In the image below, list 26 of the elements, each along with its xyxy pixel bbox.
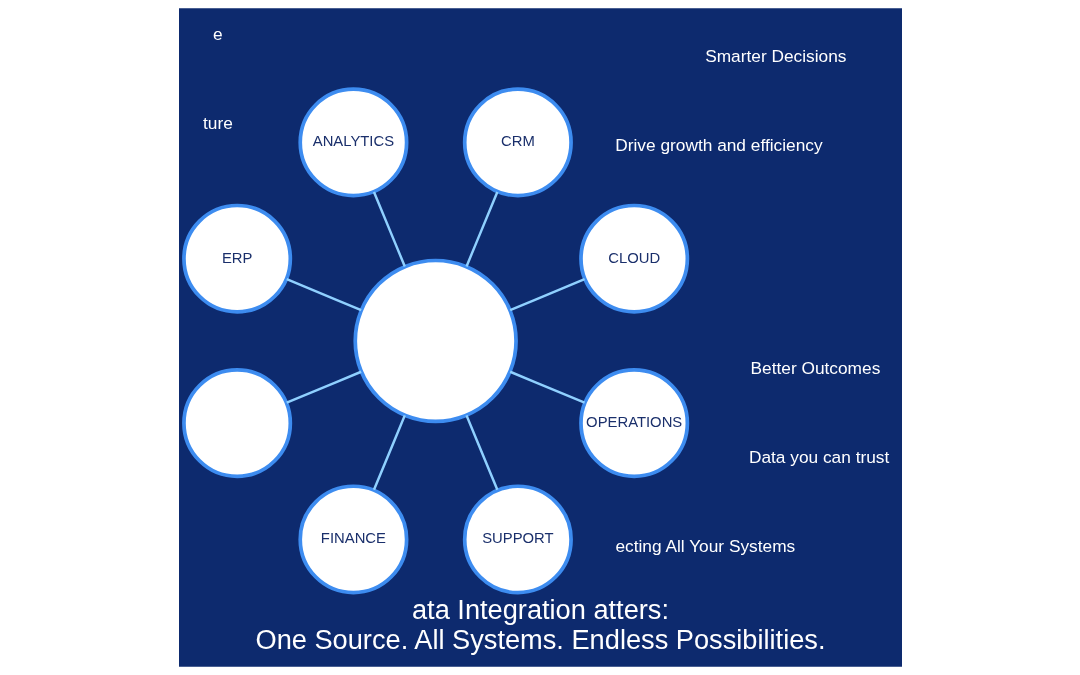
node-circle: ERP xyxy=(181,203,292,314)
diagram-title: ata Integration atters: xyxy=(411,594,669,626)
connector xyxy=(464,414,498,491)
node-circle: FINANCE xyxy=(297,484,408,595)
label: ecting All Your Systems xyxy=(614,536,795,557)
node-circle: CLOUD xyxy=(578,203,689,314)
connector xyxy=(372,191,406,267)
node-circle xyxy=(181,368,292,479)
label: ture xyxy=(202,113,233,134)
label: Smarter Decisions xyxy=(704,46,846,67)
label: e xyxy=(212,23,223,44)
node-circle: OPERATIONS xyxy=(578,368,689,479)
connector xyxy=(285,370,362,404)
connector xyxy=(464,191,498,267)
node-circle xyxy=(352,258,518,424)
connector xyxy=(285,278,362,312)
node-circle: SUPPORT xyxy=(462,484,573,595)
label: Data you can trust xyxy=(748,447,889,468)
node-circle: ANALYTICS xyxy=(297,87,408,198)
connector xyxy=(509,278,585,312)
label: Better Outcomes xyxy=(750,357,880,378)
caption: One Source. All Systems. Endless Possibilities. xyxy=(255,624,825,656)
connector xyxy=(372,414,406,491)
node-circle: CRM xyxy=(462,87,573,198)
connector xyxy=(509,370,585,404)
label: Drive growth and efficiency xyxy=(614,135,823,156)
